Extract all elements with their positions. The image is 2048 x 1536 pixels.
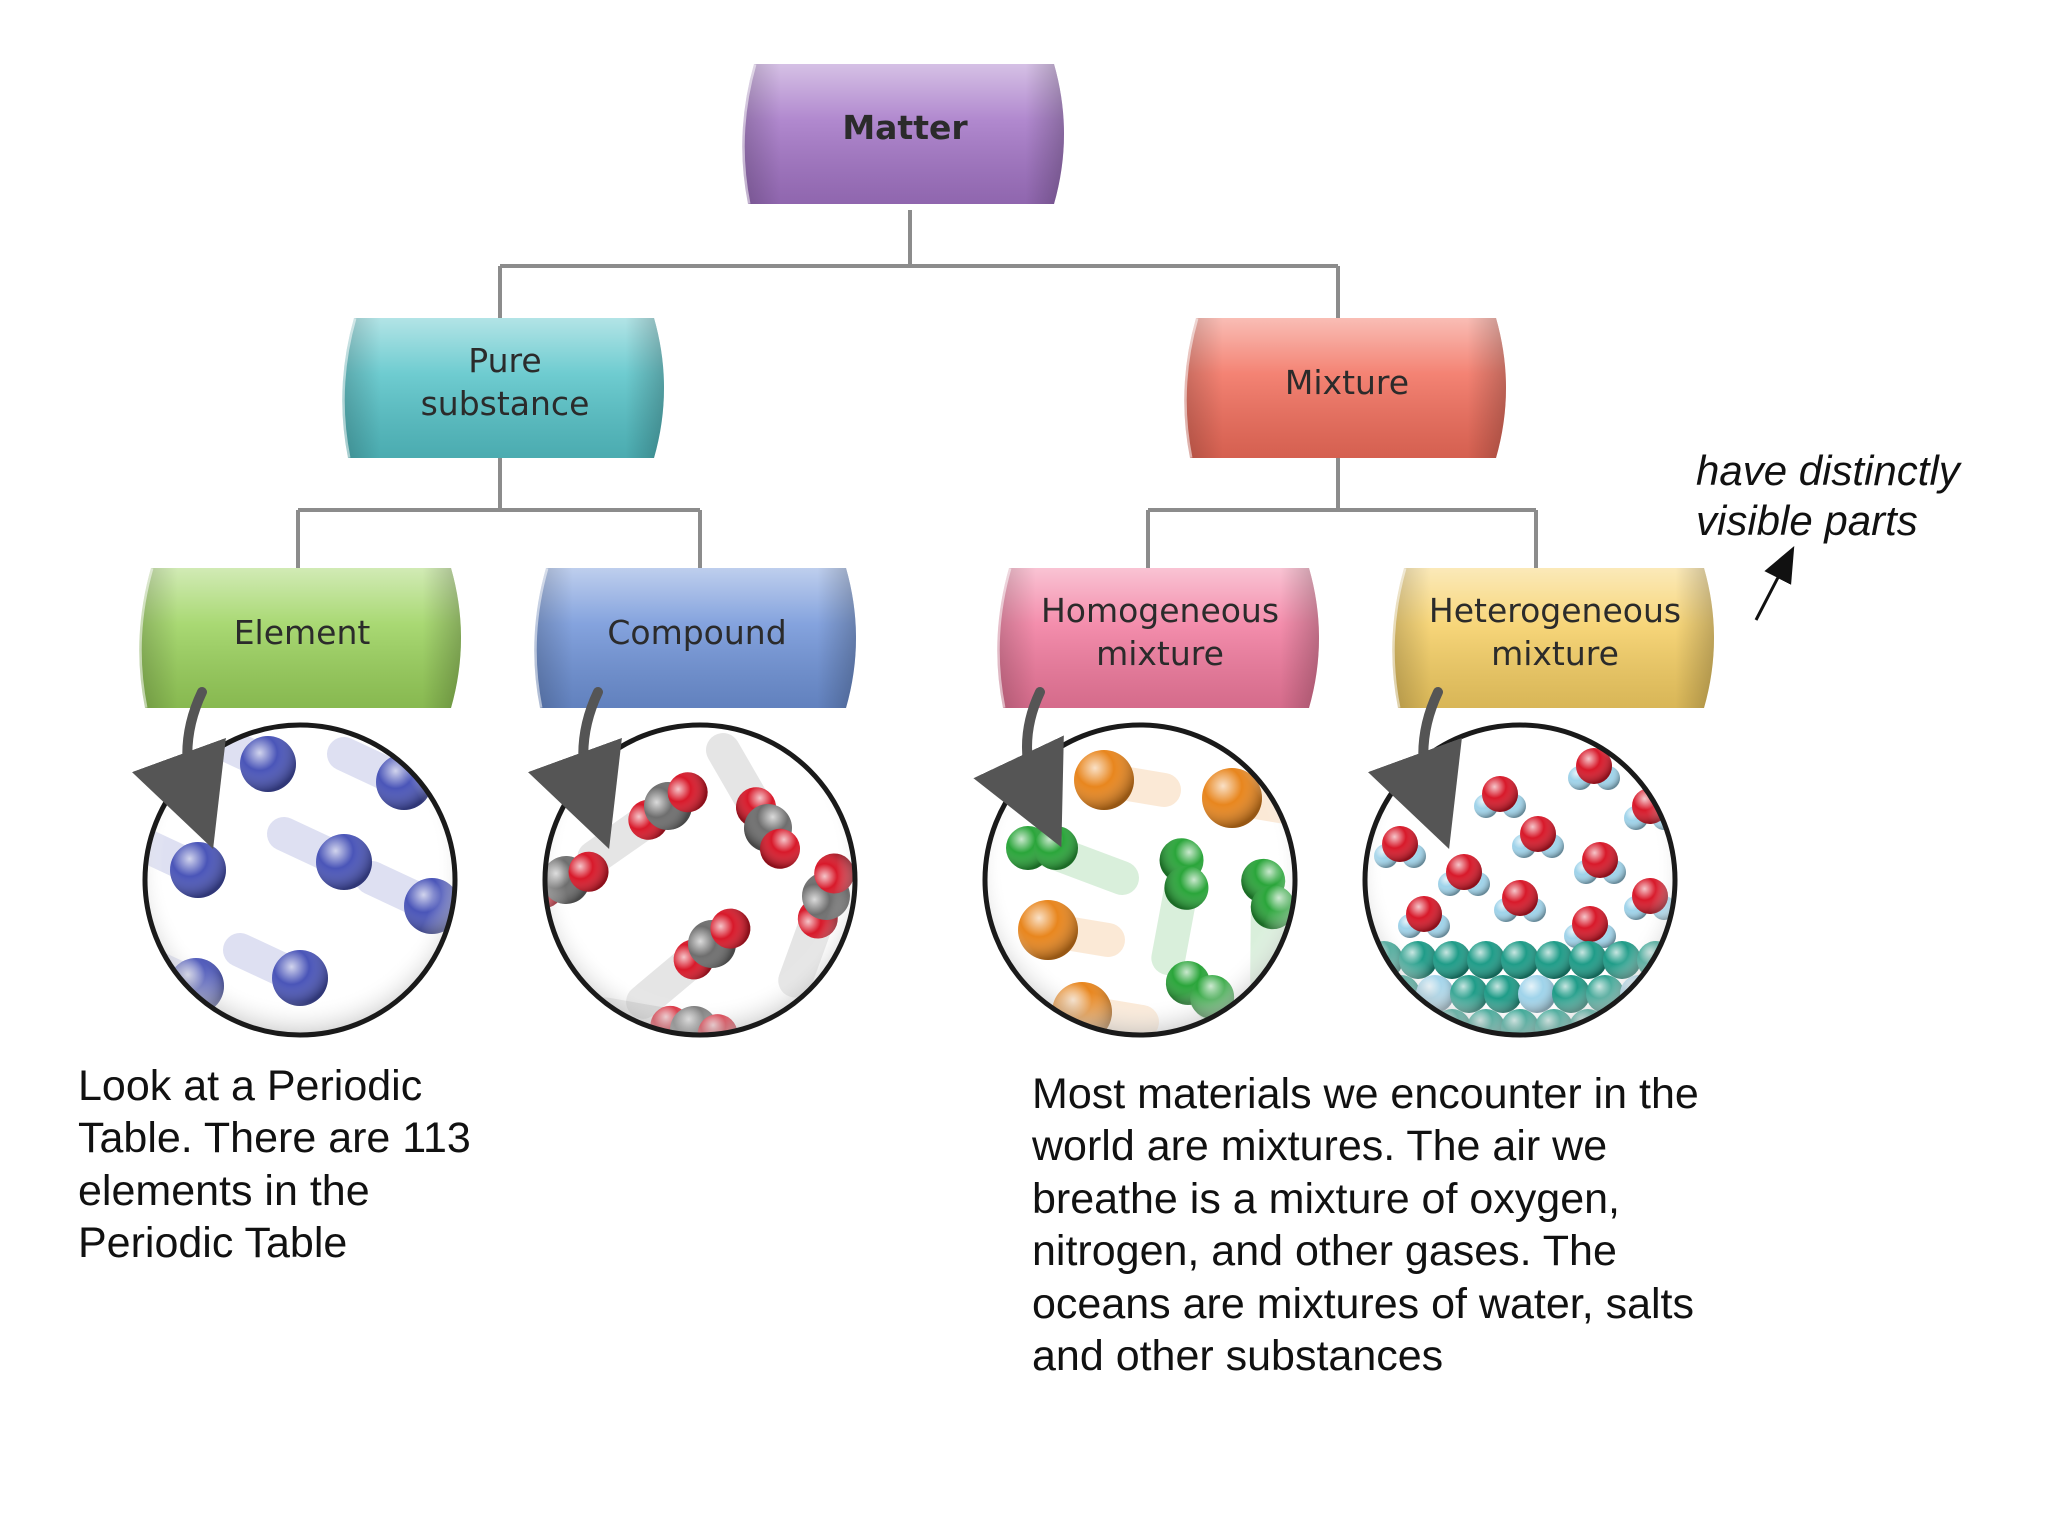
- box-edge-shade: [742, 64, 1064, 204]
- pointer-arrow: [527, 687, 622, 849]
- box-curl: [1181, 317, 1199, 459]
- sediment-particle: [1399, 1009, 1437, 1035]
- box-element: [136, 567, 461, 709]
- sediment-particle: [1365, 1009, 1403, 1035]
- mixtures-caption: Most materials we encounter in the world…: [1032, 1070, 1699, 1381]
- connector-3: [1146, 448, 1538, 568]
- pointer-arrow: [1367, 687, 1462, 849]
- box-heterogeneous: [1389, 567, 1714, 709]
- circle-outline: [542, 722, 858, 1038]
- box-curl: [339, 317, 357, 459]
- box-curl: [531, 567, 549, 709]
- sediment-particle: [1603, 1009, 1641, 1035]
- box-edge-shade: [1392, 568, 1714, 708]
- connector-1: [498, 210, 1340, 318]
- box-compound: [531, 567, 856, 709]
- box-edge-shade: [342, 318, 664, 458]
- atom-shade: [1399, 1009, 1437, 1035]
- atom-shade: [1603, 1009, 1641, 1035]
- atom-shade: [1654, 975, 1675, 1013]
- connector-2: [296, 448, 702, 568]
- circle-shading: [545, 725, 855, 1035]
- box-homogeneous: [994, 567, 1319, 709]
- atom-fill: [1399, 1009, 1437, 1035]
- atom-fill: [1603, 1009, 1641, 1035]
- circle-outline: [142, 722, 458, 1038]
- box-curl: [739, 63, 757, 205]
- atom-fill: [1365, 1009, 1403, 1035]
- box-edge-shade: [1184, 318, 1506, 458]
- heterogeneous-note: have distinctly visible parts: [1696, 447, 1960, 545]
- note-arrow: [1754, 546, 1795, 621]
- box-matter: [739, 63, 1064, 205]
- box-edge-shade: [139, 568, 461, 708]
- atom-fill: [1654, 975, 1675, 1013]
- box-edge-shade: [534, 568, 856, 708]
- sediment-particle: [1637, 1009, 1675, 1035]
- box-curl: [136, 567, 154, 709]
- motion-trail: [545, 869, 565, 928]
- category-boxes: [136, 63, 1714, 709]
- atom-fill: [1637, 1009, 1675, 1035]
- heterogeneous-particles: [1362, 722, 1678, 1038]
- box-pure-substance: [339, 317, 664, 459]
- box-mixture: [1181, 317, 1506, 459]
- elements-caption: Look at a Periodic Table. There are 113 …: [78, 1062, 471, 1268]
- sediment-particle: [1654, 975, 1675, 1013]
- circle-outline: [982, 722, 1298, 1038]
- box-curl: [1389, 567, 1407, 709]
- atom-shade: [1365, 1009, 1403, 1035]
- atom-shade: [1637, 1009, 1675, 1035]
- compound-particles: [542, 722, 858, 1038]
- pointer-arrow: [131, 687, 226, 849]
- particle-illustrations: [142, 722, 1678, 1038]
- pointer-arrows: [131, 546, 1795, 849]
- box-curl: [994, 567, 1012, 709]
- box-edge-shade: [997, 568, 1319, 708]
- circle-outline: [1362, 722, 1678, 1038]
- pointer-arrow: [973, 687, 1064, 848]
- connector-lines: [296, 210, 1538, 568]
